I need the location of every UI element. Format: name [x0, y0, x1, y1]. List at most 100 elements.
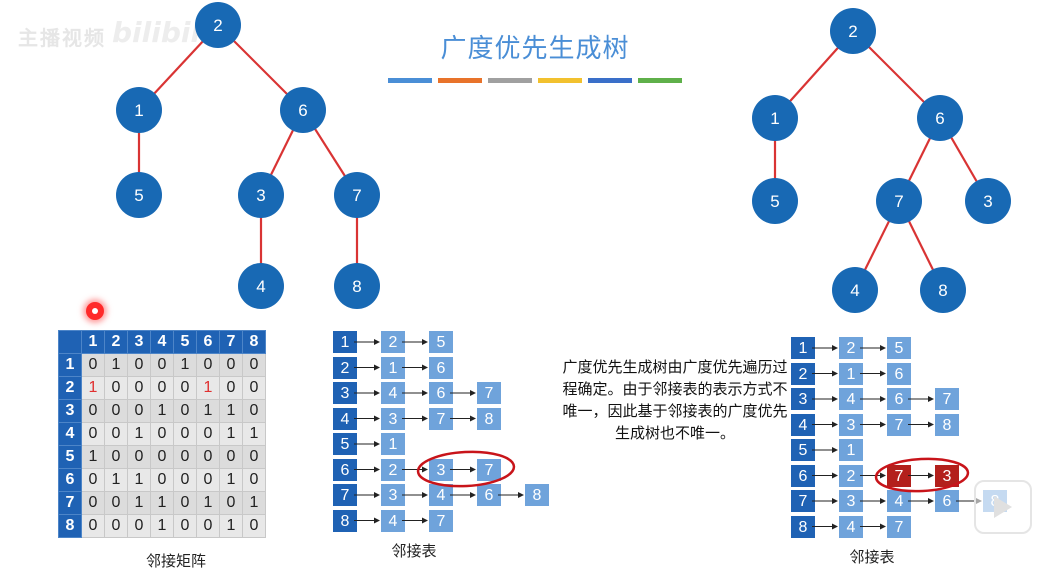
play-icon[interactable]: [974, 480, 1032, 534]
left-list-edge-node: 8: [476, 406, 502, 431]
right-list-edge-node: 3: [934, 463, 960, 488]
matrix-cell: 0: [104, 422, 128, 446]
color-bar-segment: [488, 78, 532, 83]
color-bar-segment: [588, 78, 632, 83]
matrix-cell: 1: [127, 491, 151, 515]
matrix-row-header: 5: [58, 445, 82, 469]
left-list-edge-node: 7: [428, 406, 454, 431]
svg-text:7: 7: [352, 186, 361, 205]
page-title: 广度优先生成树: [440, 34, 630, 64]
matrix-cell: 0: [104, 491, 128, 515]
left-list-edge-node: 7: [476, 457, 502, 482]
matrix-column-header: 6: [196, 330, 220, 354]
right-list-head-node: 7: [790, 489, 816, 513]
matrix-cell: 0: [150, 468, 174, 492]
matrix-cell: 1: [196, 376, 220, 400]
color-bar-segment: [638, 78, 682, 83]
left-tree-node-6: 6: [280, 87, 326, 133]
left-list-edge-node: 7: [428, 508, 454, 533]
matrix-cell: 1: [127, 422, 151, 446]
matrix-cell: 1: [81, 376, 105, 400]
left-list-edge-node: 1: [380, 432, 406, 456]
matrix-row-header: 2: [58, 376, 82, 400]
color-bar-segment: [438, 78, 482, 83]
matrix-cell: 0: [219, 376, 243, 400]
right-list-head-node: 5: [790, 438, 816, 462]
right-tree-node-8: 8: [920, 267, 966, 313]
matrix-column-header: 5: [173, 330, 197, 354]
right-list-edge-node: 3: [838, 489, 864, 513]
svg-text:1: 1: [770, 109, 779, 128]
right-list-edge-node: 4: [886, 489, 912, 513]
matrix-cell: 1: [219, 422, 243, 446]
matrix-cell: 1: [81, 445, 105, 469]
matrix-cell: 1: [104, 468, 128, 492]
matrix-cell: 0: [127, 514, 151, 538]
right-list-edge-node: 4: [838, 514, 864, 539]
right-list-head-node: 8: [790, 514, 816, 539]
matrix-cell: 0: [150, 422, 174, 446]
left-list-edge-node: 1: [380, 355, 406, 380]
matrix-cell: 0: [242, 399, 266, 423]
right-tree-node-6: 6: [917, 95, 963, 141]
left-tree-node-7: 7: [334, 172, 380, 218]
right-list-head-node: 6: [790, 463, 816, 488]
left-list-edge-node: 3: [380, 406, 406, 431]
matrix-cell: 0: [81, 399, 105, 423]
matrix-row-header: 4: [58, 422, 82, 446]
matrix-caption: 邻接矩阵: [145, 552, 206, 570]
matrix-cell: 1: [219, 399, 243, 423]
svg-text:5: 5: [770, 192, 779, 211]
left-list-head-node: 8: [332, 508, 358, 533]
left-list-edge-node: 6: [476, 483, 502, 507]
matrix-cell: 0: [104, 376, 128, 400]
matrix-cell: 0: [173, 491, 197, 515]
color-bar-segment: [388, 78, 432, 83]
right-list-edge-node: 6: [934, 489, 960, 513]
matrix-cell: 0: [219, 445, 243, 469]
right-tree-node-7: 7: [876, 178, 922, 224]
matrix-cell: 0: [150, 376, 174, 400]
matrix-cell: 0: [173, 468, 197, 492]
right-list-edge-node: 8: [934, 412, 960, 437]
matrix-cell: 0: [127, 376, 151, 400]
matrix-cell: 0: [127, 353, 151, 377]
matrix-cell: 0: [81, 422, 105, 446]
matrix-cell: 0: [104, 514, 128, 538]
description-text: 广度优先生成树由广度优先遍历过程确定。由于邻接表的表示方式不唯一，因此基于邻接表…: [562, 358, 788, 442]
right-list-edge-node: 4: [838, 387, 864, 411]
right-tree-node-2: 2: [830, 8, 876, 54]
right-list-head-node: 1: [790, 336, 816, 360]
matrix-cell: 0: [173, 514, 197, 538]
matrix-cell: 0: [173, 399, 197, 423]
matrix-cell: 0: [81, 514, 105, 538]
matrix-cell: 0: [173, 376, 197, 400]
matrix-cell: 1: [219, 514, 243, 538]
matrix-cell: 0: [127, 399, 151, 423]
left-list-edge-node: 6: [428, 381, 454, 405]
right-list-edge-node: 2: [838, 336, 864, 360]
matrix-cell: 1: [242, 422, 266, 446]
matrix-cell: 0: [242, 353, 266, 377]
matrix-corner: [58, 330, 82, 354]
left-list-edge-node: 5: [428, 330, 454, 354]
matrix-cell: 0: [173, 445, 197, 469]
matrix-cell: 1: [104, 353, 128, 377]
matrix-column-header: 1: [81, 330, 105, 354]
svg-text:2: 2: [213, 16, 222, 35]
right-list-edge-node: 1: [838, 438, 864, 462]
left-list-edge-node: 4: [428, 483, 454, 507]
right-list-edge-node: 7: [886, 463, 912, 488]
matrix-cell: 0: [196, 422, 220, 446]
matrix-cell: 0: [219, 353, 243, 377]
svg-text:1: 1: [134, 101, 143, 120]
left-list-edge-node: 3: [428, 457, 454, 482]
matrix-cell: 0: [242, 376, 266, 400]
matrix-cell: 0: [173, 422, 197, 446]
left-list-edge-node: 4: [380, 508, 406, 533]
